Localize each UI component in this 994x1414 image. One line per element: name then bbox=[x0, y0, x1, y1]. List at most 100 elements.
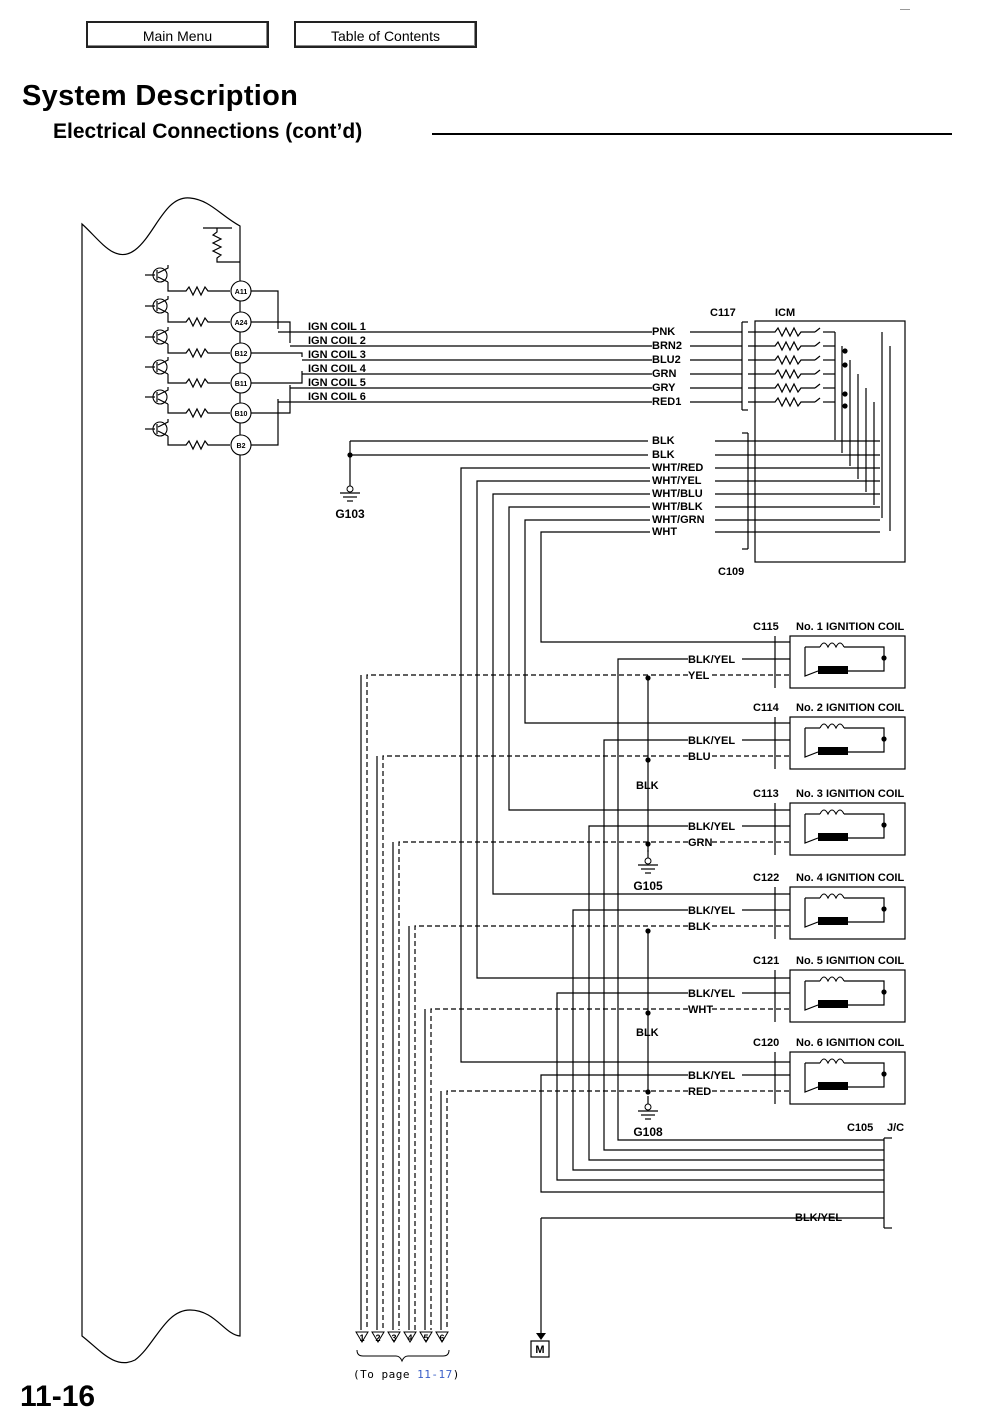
coil-signal-wire-5 bbox=[430, 1008, 688, 1330]
terminal-arrow-icon bbox=[403, 1331, 417, 1343]
transistor-emitter bbox=[157, 430, 169, 437]
transistor-collector bbox=[157, 296, 169, 305]
jc-wire-label: BLK/YEL bbox=[795, 1212, 842, 1224]
terminal-number: 1 bbox=[359, 1333, 364, 1343]
coil-ret bbox=[804, 814, 819, 844]
transistor-emitter bbox=[157, 338, 169, 345]
to-page-suffix: ) bbox=[452, 1368, 460, 1381]
coil-signal-label: YEL bbox=[688, 670, 710, 682]
c109-wire-label: WHT bbox=[652, 526, 677, 538]
coil-connector-label: C122 bbox=[753, 872, 779, 884]
transistor-collector bbox=[157, 265, 169, 274]
terminal-number: 3 bbox=[391, 1333, 396, 1343]
transistor-lead bbox=[167, 313, 180, 323]
coil-plug-icon bbox=[818, 917, 848, 925]
coil-loop bbox=[844, 980, 885, 1006]
coil-connector-label: C120 bbox=[753, 1037, 779, 1049]
terminal-arrow-icon bbox=[371, 1331, 385, 1343]
icm-switch bbox=[814, 327, 821, 333]
c117-wire-label: GRN bbox=[652, 368, 677, 380]
coil-ret bbox=[804, 647, 819, 677]
coil-loop bbox=[844, 897, 885, 923]
g108-ground-label: G108 bbox=[633, 1125, 663, 1139]
to-page-note: (To page 11-17) bbox=[353, 1368, 460, 1381]
splice-dot bbox=[881, 906, 887, 912]
terminal-number: 6 bbox=[439, 1333, 444, 1343]
coil-signal-wire-4 bbox=[414, 925, 688, 1330]
ign-coil-label: IGN COIL 2 bbox=[308, 335, 366, 347]
coil-winding-icon bbox=[819, 893, 845, 900]
coil-winding-icon bbox=[819, 642, 845, 649]
ecm-wire-5 bbox=[251, 385, 291, 414]
icm-resistor bbox=[748, 382, 815, 394]
splice-dot bbox=[347, 452, 353, 458]
blk-label-1: BLK bbox=[636, 780, 659, 792]
terminal-arrow-icon bbox=[355, 1331, 369, 1343]
transistor-lead bbox=[167, 344, 180, 354]
transistor-collector bbox=[157, 387, 169, 396]
m-arrow-icon bbox=[536, 1333, 546, 1340]
coil-power-wire-2 bbox=[603, 739, 884, 1151]
splice-dot bbox=[842, 403, 848, 409]
coil-winding-icon bbox=[819, 809, 845, 816]
g103-ground-node bbox=[346, 485, 354, 493]
g108-ground-node bbox=[644, 1103, 652, 1111]
coil-signal-label: GRN bbox=[688, 837, 713, 849]
coil-loop bbox=[844, 813, 885, 839]
terminal-arrow-icon bbox=[435, 1331, 449, 1343]
c109-wire-label: WHT/RED bbox=[652, 462, 703, 474]
c109-wire-label: WHT/BLK bbox=[652, 501, 703, 513]
transistor-emitter bbox=[157, 307, 169, 314]
page-subtitle: Electrical Connections (cont’d) bbox=[53, 120, 363, 143]
jc-name: J/C bbox=[887, 1122, 904, 1134]
icm-switch bbox=[814, 341, 821, 347]
splice-dot bbox=[645, 1010, 651, 1016]
base-resistor bbox=[180, 377, 230, 389]
g103-ground-label: G103 bbox=[335, 507, 365, 521]
ecm-pin-label: B2 bbox=[237, 443, 246, 450]
splice-dot bbox=[645, 757, 651, 763]
coil-ret bbox=[804, 898, 819, 928]
transistor-lead bbox=[167, 374, 180, 384]
coil-name: No. 5 IGNITION COIL bbox=[796, 955, 904, 967]
splice-dot bbox=[645, 928, 651, 934]
coil-box bbox=[789, 886, 906, 940]
icm-resistor bbox=[748, 340, 815, 352]
main-menu-button[interactable]: Main Menu bbox=[86, 21, 269, 48]
c109-wire-label: BLK bbox=[652, 435, 675, 447]
c117-wire-label: BLU2 bbox=[652, 354, 681, 366]
transistor-lead bbox=[167, 282, 180, 292]
coil-drive-wire-1 bbox=[540, 531, 790, 643]
splice-dot bbox=[645, 841, 651, 847]
coil-power-label: BLK/YEL bbox=[688, 1070, 735, 1082]
coil-drive-wire-3 bbox=[508, 506, 790, 811]
coil-box bbox=[789, 1051, 906, 1105]
coil-signal-label: BLK bbox=[688, 921, 711, 933]
c109-name: C109 bbox=[718, 566, 744, 578]
coil-ret bbox=[804, 981, 819, 1011]
splice-dot bbox=[881, 736, 887, 742]
coil-power-wire-5 bbox=[556, 992, 884, 1181]
coil-box bbox=[789, 635, 906, 689]
coil-winding-icon bbox=[819, 976, 845, 983]
coil-name: No. 3 IGNITION COIL bbox=[796, 788, 904, 800]
coil-power-wire-4 bbox=[572, 909, 884, 1171]
coil-plug-icon bbox=[818, 1082, 848, 1090]
coil-winding-icon bbox=[819, 723, 845, 730]
to-page-prefix: (To page bbox=[353, 1368, 418, 1381]
coil-box bbox=[789, 802, 906, 856]
page-number: 11-16 bbox=[20, 1380, 96, 1413]
coil-name: No. 1 IGNITION COIL bbox=[796, 621, 904, 633]
table-of-contents-button[interactable]: Table of Contents bbox=[294, 21, 477, 48]
ign-coil-label: IGN COIL 6 bbox=[308, 391, 366, 403]
icm-resistor bbox=[748, 326, 815, 338]
c117-wire-label: GRY bbox=[652, 382, 676, 394]
page-title: System Description bbox=[22, 80, 299, 112]
jc-connector-label: C105 bbox=[847, 1122, 873, 1134]
icm-switch bbox=[814, 383, 821, 389]
coil-ret bbox=[804, 1063, 819, 1093]
pullup-resistor bbox=[203, 227, 240, 263]
page-link-11-17[interactable]: 11-17 bbox=[417, 1368, 453, 1381]
coil-loop bbox=[844, 727, 885, 753]
coil-drive-wire-2 bbox=[524, 519, 790, 724]
